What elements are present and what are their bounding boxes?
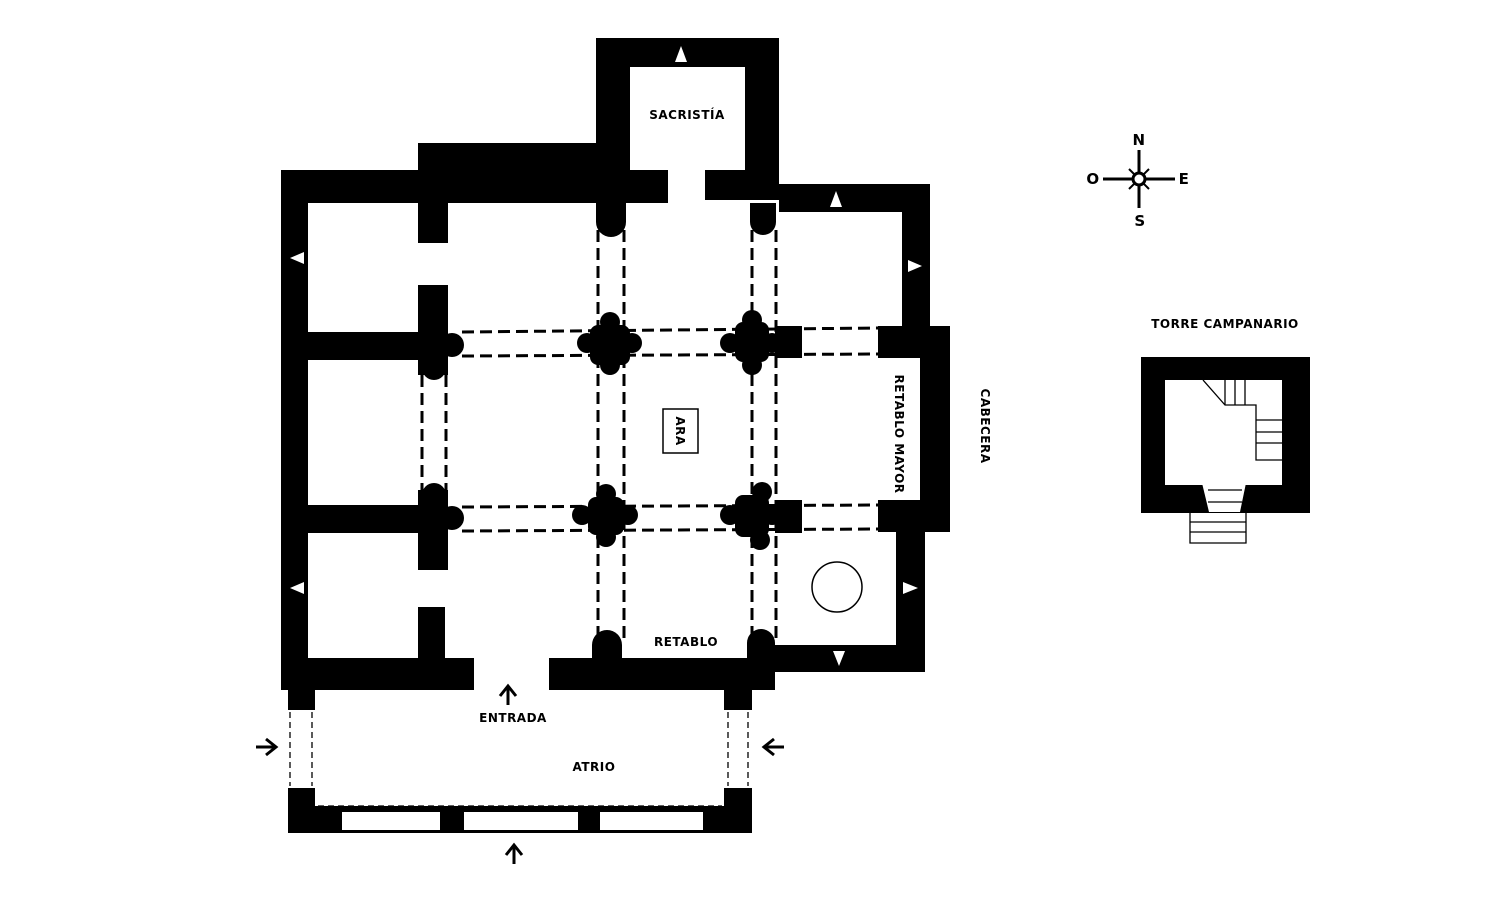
vault-arches	[420, 230, 881, 640]
window-icon	[675, 46, 687, 62]
half-pier	[596, 203, 626, 237]
pier	[422, 483, 446, 507]
compass	[1103, 150, 1175, 208]
apse-jamb-south	[878, 500, 922, 532]
label-atrio: ATRIO	[573, 760, 616, 774]
apse-wall	[920, 326, 950, 532]
pier	[440, 506, 464, 530]
windows	[290, 46, 922, 666]
stub-1	[418, 203, 448, 243]
south-wall-chapel	[770, 645, 925, 672]
half-pier	[747, 629, 775, 658]
label-entrada: ENTRADA	[479, 711, 547, 725]
east-wall-north	[902, 184, 930, 330]
south-wall-east	[549, 658, 775, 690]
bell-tower	[1141, 357, 1310, 544]
arrow-up-icon	[498, 683, 518, 705]
arrow-up-icon	[504, 842, 524, 864]
south-wall-west	[281, 658, 474, 690]
compass-east: E	[1179, 170, 1190, 188]
window-icon	[833, 651, 845, 666]
entry-arrows	[256, 683, 784, 864]
compass-west: O	[1086, 170, 1099, 188]
half-pier	[750, 203, 776, 235]
window-icon	[290, 582, 304, 594]
baptismal-font	[811, 561, 863, 613]
label-retablo: RETABLO	[654, 635, 718, 649]
pier	[577, 312, 642, 375]
pier	[572, 484, 638, 547]
label-torre-campanario: TORRE CAMPANARIO	[1151, 317, 1299, 331]
pier	[440, 333, 464, 357]
apse-jamb-north	[878, 326, 922, 358]
window-icon	[908, 260, 922, 272]
west-wall	[281, 170, 308, 690]
pier	[422, 356, 446, 380]
label-cabecera: CABECERA	[978, 389, 992, 464]
arrow-left-icon	[761, 737, 784, 757]
atrium	[288, 690, 752, 833]
window-icon	[830, 191, 842, 207]
label-ara: ARA	[673, 416, 687, 446]
inner-wall-1	[308, 332, 428, 360]
stub-4	[418, 607, 445, 662]
label-sacristia: SACRISTÍA	[649, 107, 725, 122]
window-icon	[903, 582, 918, 594]
sacristy-door-jamb	[705, 170, 779, 200]
label-retablo-mayor: RETABLO MAYOR	[892, 374, 906, 493]
north-wall-block	[418, 143, 598, 203]
walls	[281, 38, 950, 690]
arrow-right-icon	[256, 737, 279, 757]
compass-south: S	[1134, 212, 1145, 230]
window-icon	[290, 252, 304, 264]
inner-wall-2	[308, 505, 428, 533]
compass-north: N	[1132, 131, 1145, 149]
piers	[422, 203, 782, 658]
altar-box	[662, 408, 699, 454]
